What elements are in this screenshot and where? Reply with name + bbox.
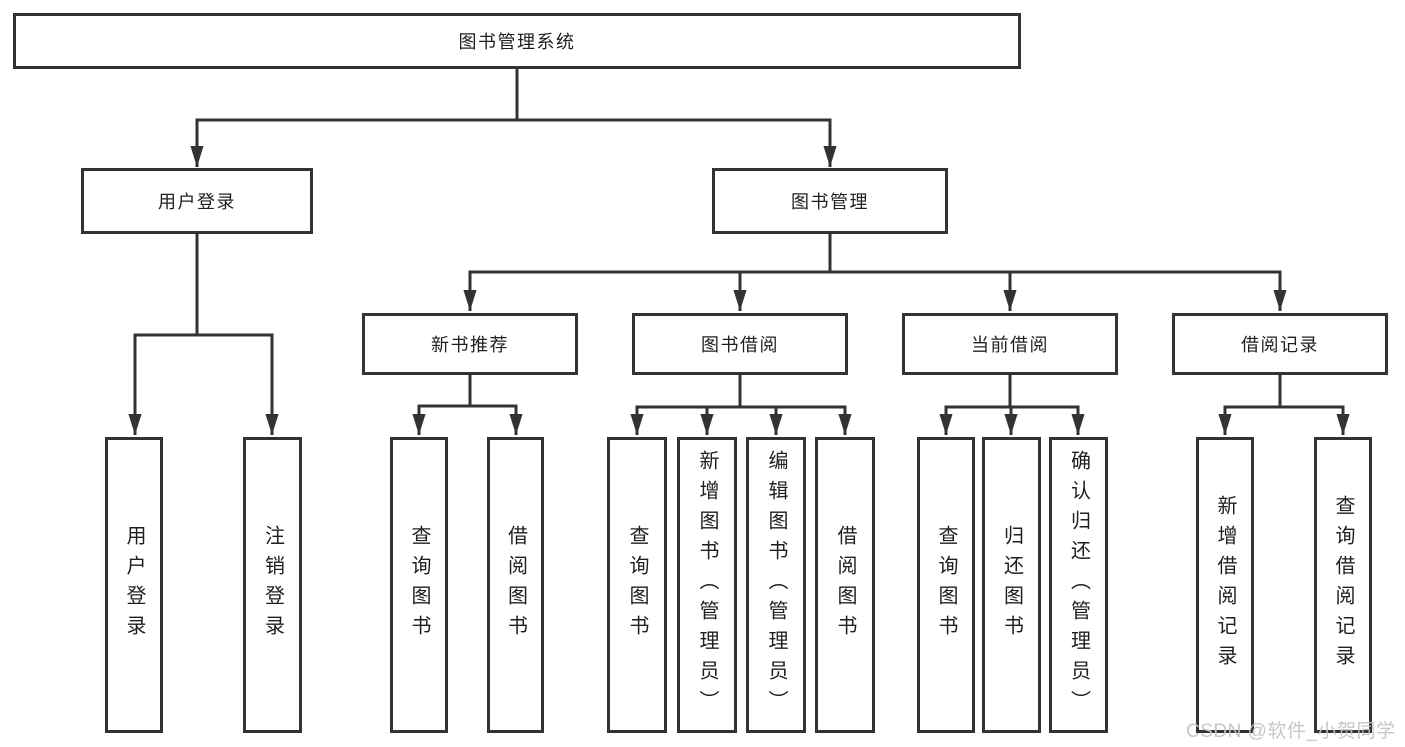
leaf-borrowing-query-books: 查询图书 <box>607 437 667 733</box>
leaf-records-query-borrow-record-label: 查询借阅记录 <box>1332 495 1354 675</box>
node-book-borrowing-label: 图书借阅 <box>701 335 779 355</box>
leaf-current-confirm-return-admin-label: 确认归还（管理员） <box>1067 450 1090 720</box>
leaf-records-add-borrow-record: 新增借阅记录 <box>1196 437 1254 733</box>
leaf-recommend-borrow-books: 借阅图书 <box>487 437 544 733</box>
node-book-management-label: 图书管理 <box>791 192 869 212</box>
leaf-logout-label: 注销登录 <box>261 525 284 645</box>
node-library-management-system: 图书管理系统 <box>13 13 1021 69</box>
node-library-management-system-label: 图书管理系统 <box>458 32 576 52</box>
node-current-borrowing-label: 当前借阅 <box>971 335 1049 355</box>
leaf-borrowing-edit-books-admin: 编辑图书（管理员） <box>746 437 806 733</box>
leaf-current-query-books-label: 查询图书 <box>935 525 957 645</box>
leaf-recommend-query-books-label: 查询图书 <box>408 525 430 645</box>
node-new-book-recommendation: 新书推荐 <box>362 313 578 375</box>
leaf-current-confirm-return-admin: 确认归还（管理员） <box>1049 437 1108 733</box>
leaf-user-login: 用户登录 <box>105 437 163 733</box>
leaf-recommend-borrow-books-label: 借阅图书 <box>504 525 527 645</box>
node-user-login: 用户登录 <box>81 168 313 234</box>
leaf-borrowing-edit-books-admin-label: 编辑图书（管理员） <box>765 450 787 720</box>
node-user-login-label: 用户登录 <box>158 192 236 212</box>
leaf-user-login-label: 用户登录 <box>123 525 145 645</box>
leaf-records-add-borrow-record-label: 新增借阅记录 <box>1214 495 1236 675</box>
leaf-borrowing-add-books-admin-label: 新增图书（管理员） <box>696 450 718 720</box>
leaf-recommend-query-books: 查询图书 <box>390 437 448 733</box>
leaf-records-query-borrow-record: 查询借阅记录 <box>1314 437 1372 733</box>
leaf-logout: 注销登录 <box>243 437 302 733</box>
leaf-current-query-books: 查询图书 <box>917 437 975 733</box>
node-book-management: 图书管理 <box>712 168 948 234</box>
leaf-borrowing-borrow-books-label: 借阅图书 <box>834 525 856 645</box>
leaf-borrowing-add-books-admin: 新增图书（管理员） <box>677 437 737 733</box>
leaf-current-return-books-label: 归还图书 <box>1000 525 1023 645</box>
leaf-borrowing-query-books-label: 查询图书 <box>626 525 648 645</box>
leaf-borrowing-borrow-books: 借阅图书 <box>815 437 875 733</box>
node-borrowing-records: 借阅记录 <box>1172 313 1388 375</box>
node-borrowing-records-label: 借阅记录 <box>1241 335 1319 355</box>
csdn-watermark: CSDN @软件_小贺同学 <box>1186 721 1396 742</box>
node-new-book-recommendation-label: 新书推荐 <box>431 335 509 355</box>
leaf-current-return-books: 归还图书 <box>982 437 1041 733</box>
node-book-borrowing: 图书借阅 <box>632 313 848 375</box>
node-current-borrowing: 当前借阅 <box>902 313 1118 375</box>
